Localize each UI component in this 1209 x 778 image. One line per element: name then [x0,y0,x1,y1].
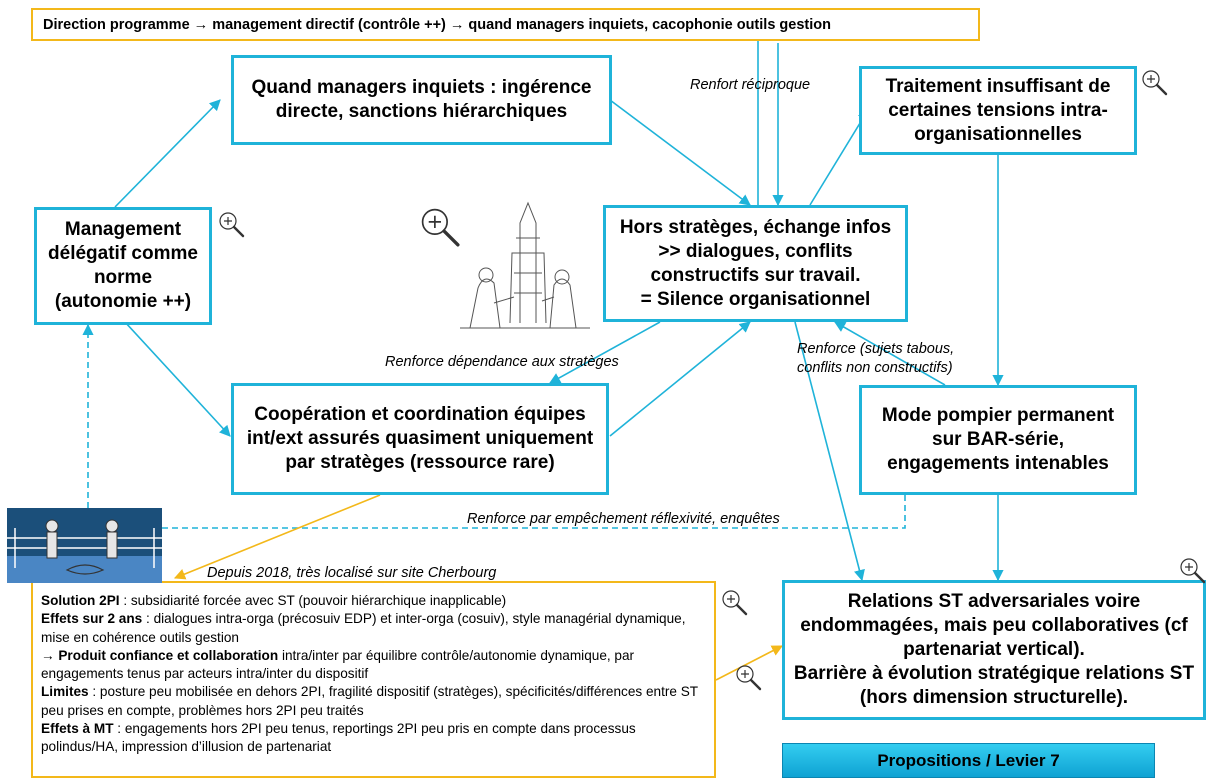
label-depuis-2018: Depuis 2018, très localisé sur site Cher… [207,565,497,581]
boxing-ring-illustration[interactable] [7,508,162,583]
arrow-pompier-to-silence [834,321,946,386]
node-managers-inquiets: Quand managers inquiets : ingérence dire… [231,55,612,145]
label-renforce-empechement: Renforce par empêchement réflexivité, en… [467,511,780,527]
label-renfort-reciproque: Renfort réciproque [690,77,811,93]
zoom-icon[interactable] [1140,68,1170,98]
tower-illustration[interactable] [450,193,600,333]
node-traitement: Traitement insuffisant de certaines tens… [859,66,1137,155]
zoom-icon[interactable] [1178,556,1208,586]
node-silence: Hors stratèges, échange infos >> dialogu… [603,205,908,322]
label-renforce-tabous-2: conflits non constructifs) [797,360,953,376]
levier-7-button[interactable]: Propositions / Levier 7 [782,743,1155,778]
node-management-delegatif: Management délégatif comme norme (autono… [34,207,212,325]
solution-box: Solution 2PI : subsidiarité forcée avec … [31,581,716,778]
label-renforce-dependance: Renforce dépendance aux stratèges [385,354,619,370]
arrow-delegatif-to-inquiets [114,99,221,208]
arrow-silence-to-relations [794,321,865,582]
dashed-empechement [162,495,906,529]
arrow-inquiets-to-silence [609,99,751,206]
arrow-delegatif-to-cooperation [124,321,231,437]
arrow-silence-to-traitement [809,109,869,206]
top-bar: Direction programme → management directi… [31,8,980,41]
arrow-cooperation-to-solution [173,494,381,580]
zoom-icon[interactable] [734,663,764,693]
arrow-solution-to-relations [715,645,783,681]
arrow-cooperation-to-silence [609,321,751,437]
node-cooperation: Coopération et coordination équipes int/… [231,383,609,495]
label-renforce-tabous-1: Renforce (sujets tabous, [797,341,955,357]
zoom-icon[interactable] [720,588,750,618]
zoom-icon[interactable] [418,205,464,251]
zoom-icon[interactable] [217,210,247,240]
node-mode-pompier: Mode pompier permanent sur BAR-série, en… [859,385,1137,495]
node-relations-st: Relations ST adversariales voire endomma… [782,580,1206,720]
arrow-silence-to-dependance [549,321,661,384]
